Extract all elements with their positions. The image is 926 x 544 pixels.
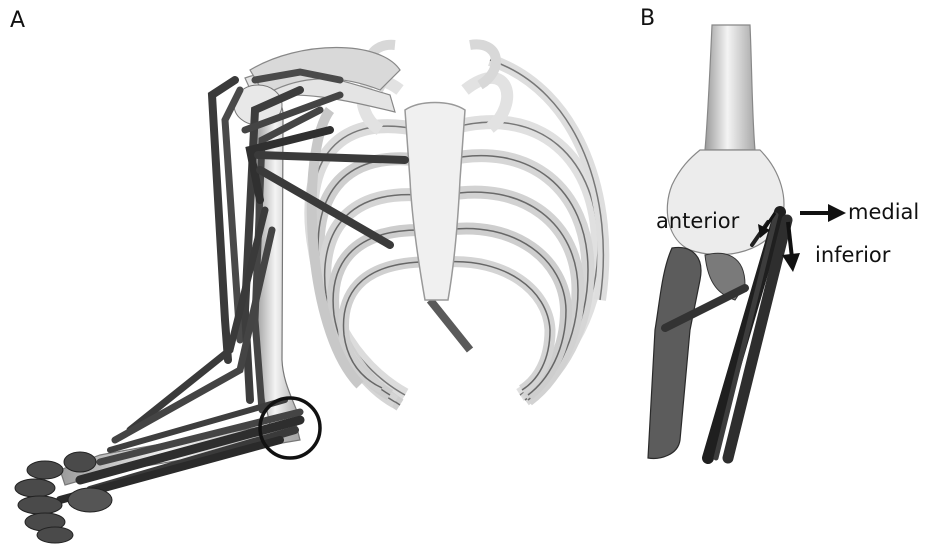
forearm-bone-b — [648, 247, 701, 458]
anterior-label: anterior — [656, 209, 739, 233]
panel-a-label: A — [10, 8, 25, 33]
panel-b-label: B — [640, 6, 655, 31]
medial-label: medial — [848, 200, 919, 224]
panel-a-illustration — [15, 44, 603, 543]
sternum — [405, 103, 465, 301]
medial-arrow — [800, 204, 846, 222]
humerus-shaft-b — [705, 25, 755, 150]
inferior-label: inferior — [815, 243, 890, 267]
panel-b-illustration — [648, 25, 846, 458]
